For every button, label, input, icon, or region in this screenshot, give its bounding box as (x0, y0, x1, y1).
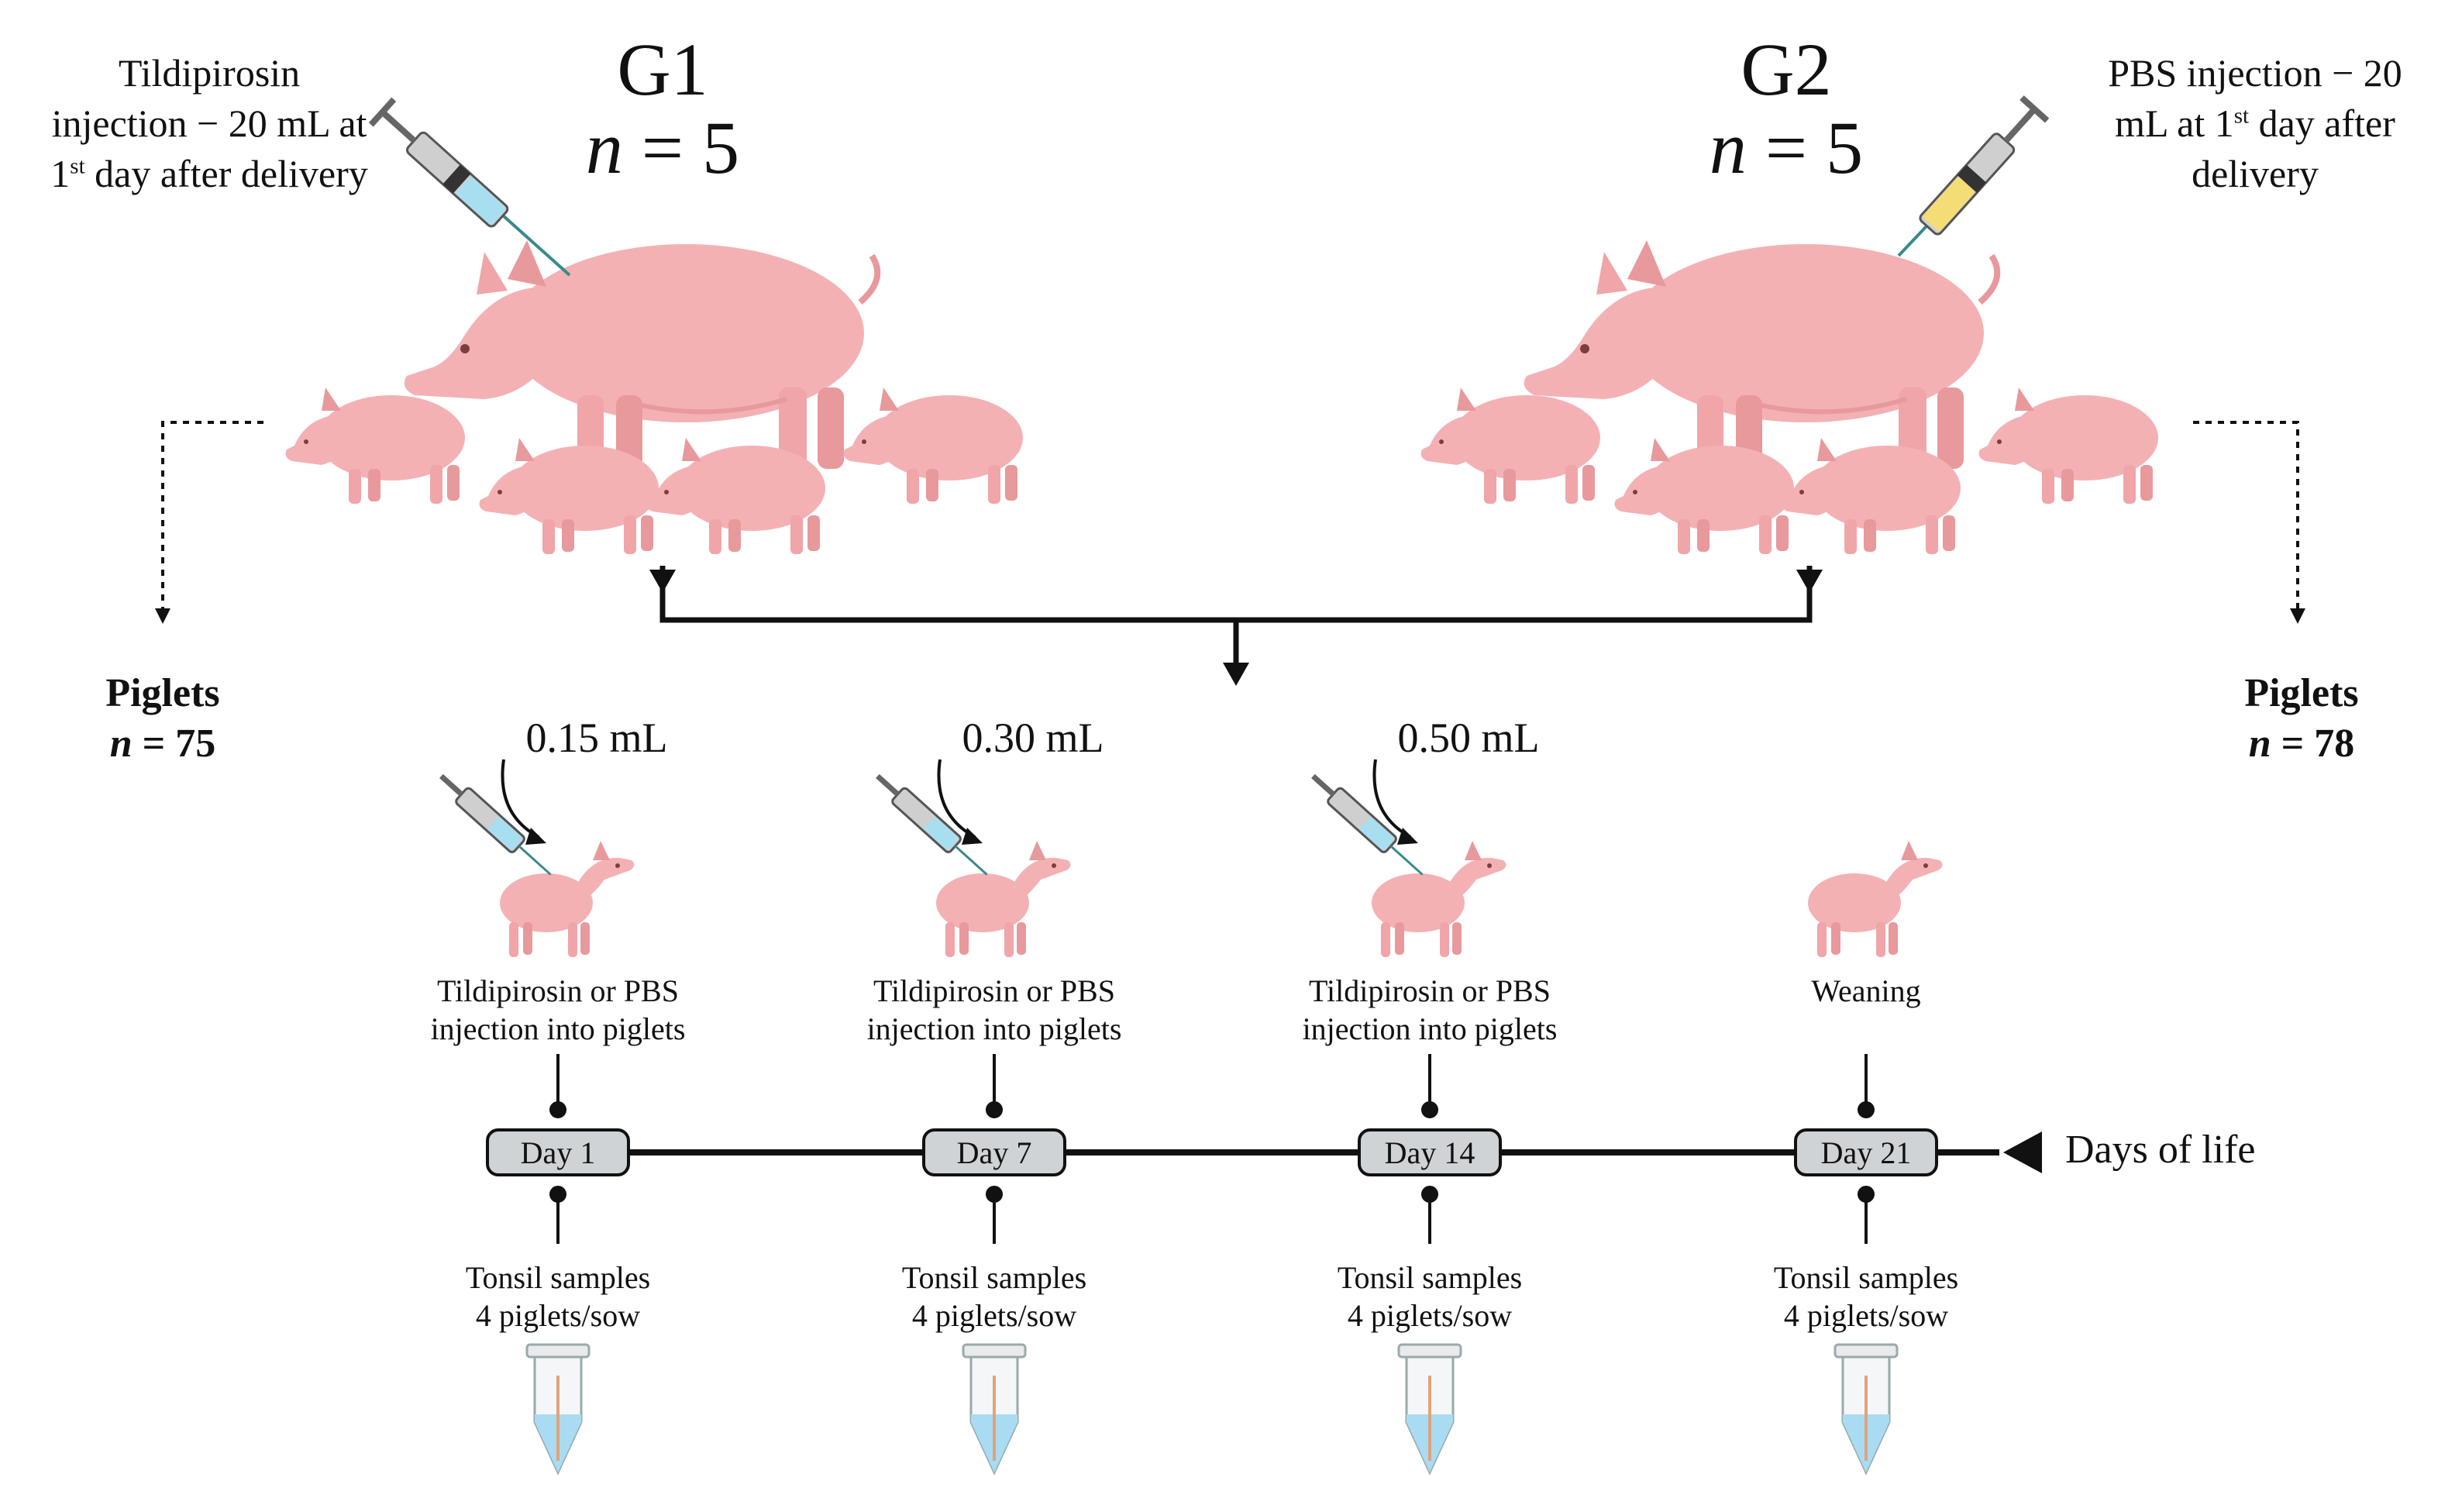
piglet-icon (1978, 387, 2158, 504)
group-g1-title: G1 n = 5 (585, 28, 740, 189)
piglet-icon (646, 438, 825, 554)
dose-label: 0.50 mL (1397, 715, 1540, 761)
piglet-icon (500, 841, 635, 957)
arrow-icon-g1-piglets (155, 421, 263, 624)
piglet-icon (1614, 438, 1794, 554)
group-g2-title: G2 n = 5 (1709, 28, 1864, 189)
dose-label: 0.30 mL (962, 715, 1104, 761)
step-3-art (1311, 759, 1506, 957)
piglets-count-g1: Piglets n = 75 (105, 671, 220, 766)
timeline-stems (549, 1054, 1875, 1244)
arrow-icon-timeline (2003, 1131, 2042, 1173)
piglet-icon (285, 387, 465, 504)
piglet-icon (936, 841, 1071, 957)
day-marker: Day 14 (1358, 1128, 1502, 1176)
day-marker: Day 7 (922, 1128, 1066, 1176)
step-4-art (1808, 841, 1943, 957)
day-marker: Day 21 (1794, 1128, 1938, 1176)
syringe-icon (1311, 773, 1424, 876)
sow-icon-g1 (405, 240, 878, 473)
arrow-icon-g2-stop (1796, 570, 1823, 593)
syringe-icon (876, 773, 988, 876)
event-label: Weaning (1811, 973, 1921, 1008)
tube-icon (962, 1343, 1027, 1474)
syringe-icon-g1 (368, 97, 571, 277)
arrow-icon-g2-piglets (2193, 421, 2305, 624)
axis-label: Days of life (2065, 1128, 2256, 1172)
tube-icon (1834, 1343, 1899, 1474)
dose-label: 0.15 mL (525, 715, 668, 761)
tube-icon (1397, 1343, 1462, 1474)
arrow-icon-merge (1223, 663, 1249, 686)
day-marker: Day 1 (486, 1128, 630, 1176)
syringe-icon-g2 (1897, 95, 2050, 257)
piglet-icon (1372, 841, 1506, 957)
syringe-icon (439, 773, 552, 876)
piglet-icon (843, 387, 1023, 504)
merge-connector (659, 566, 1813, 666)
piglets-count-g2: Piglets n = 78 (2244, 671, 2359, 766)
group-g1-treatment: Tildipirosin injection − 20 mL at 1st da… (50, 51, 368, 195)
arrow-icon-g1-stop (649, 570, 676, 593)
group-g2-treatment: PBS injection − 20 mL at 1st day after d… (2108, 51, 2402, 195)
piglet-icon (479, 438, 659, 554)
step-1-art (439, 759, 635, 957)
step-2-art (876, 759, 1071, 957)
piglet-icon (1781, 438, 1961, 554)
tube-icon (525, 1343, 591, 1474)
piglet-icon (1420, 387, 1600, 504)
piglet-icon (1808, 841, 1943, 957)
